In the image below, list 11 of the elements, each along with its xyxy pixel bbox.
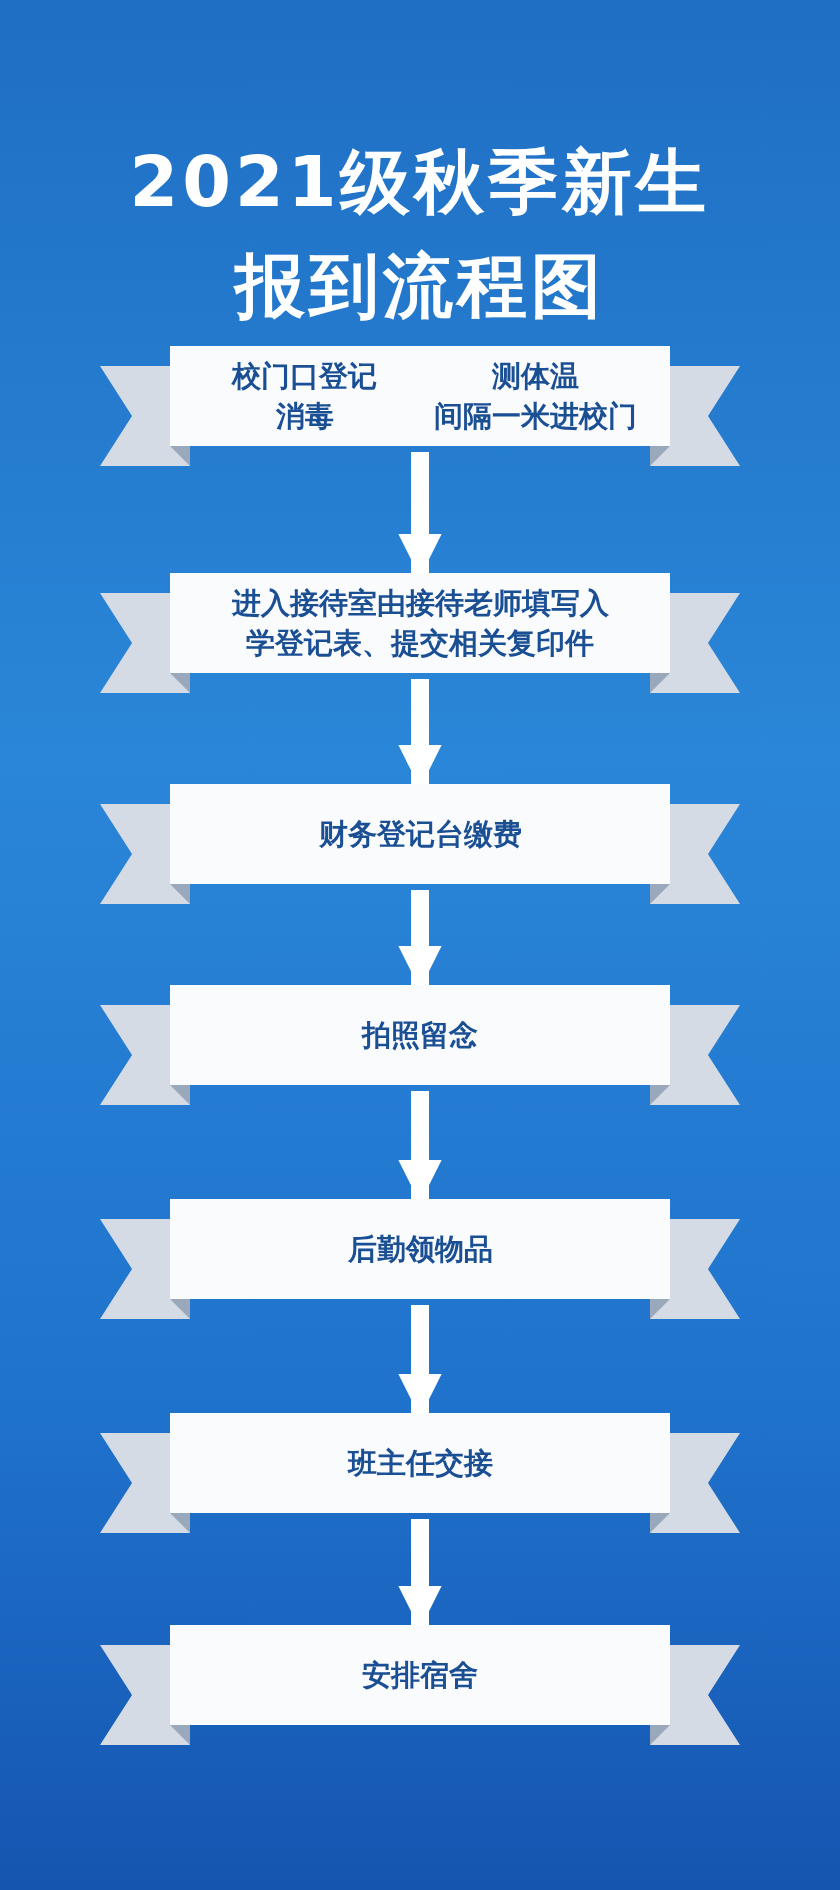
step-text: 安排宿舍 <box>361 1657 479 1694</box>
step-text: 校门口登记 <box>230 358 379 395</box>
step-text: 测体温 <box>490 358 580 395</box>
step-text: 拍照留念 <box>360 1017 479 1054</box>
step-text: 财务登记台缴费 <box>317 816 523 853</box>
title: 2021级秋季新生报到流程图 <box>128 140 712 329</box>
step-text: 进入接待室由接待老师填写入学登记表、提交相关复印件 <box>230 585 610 662</box>
step-text: 间隔一米进校门 <box>432 398 638 435</box>
step-text: 后勤领物品 <box>346 1231 494 1268</box>
step-text: 班主任交接 <box>346 1445 494 1482</box>
step-text: 消毒 <box>274 398 335 435</box>
